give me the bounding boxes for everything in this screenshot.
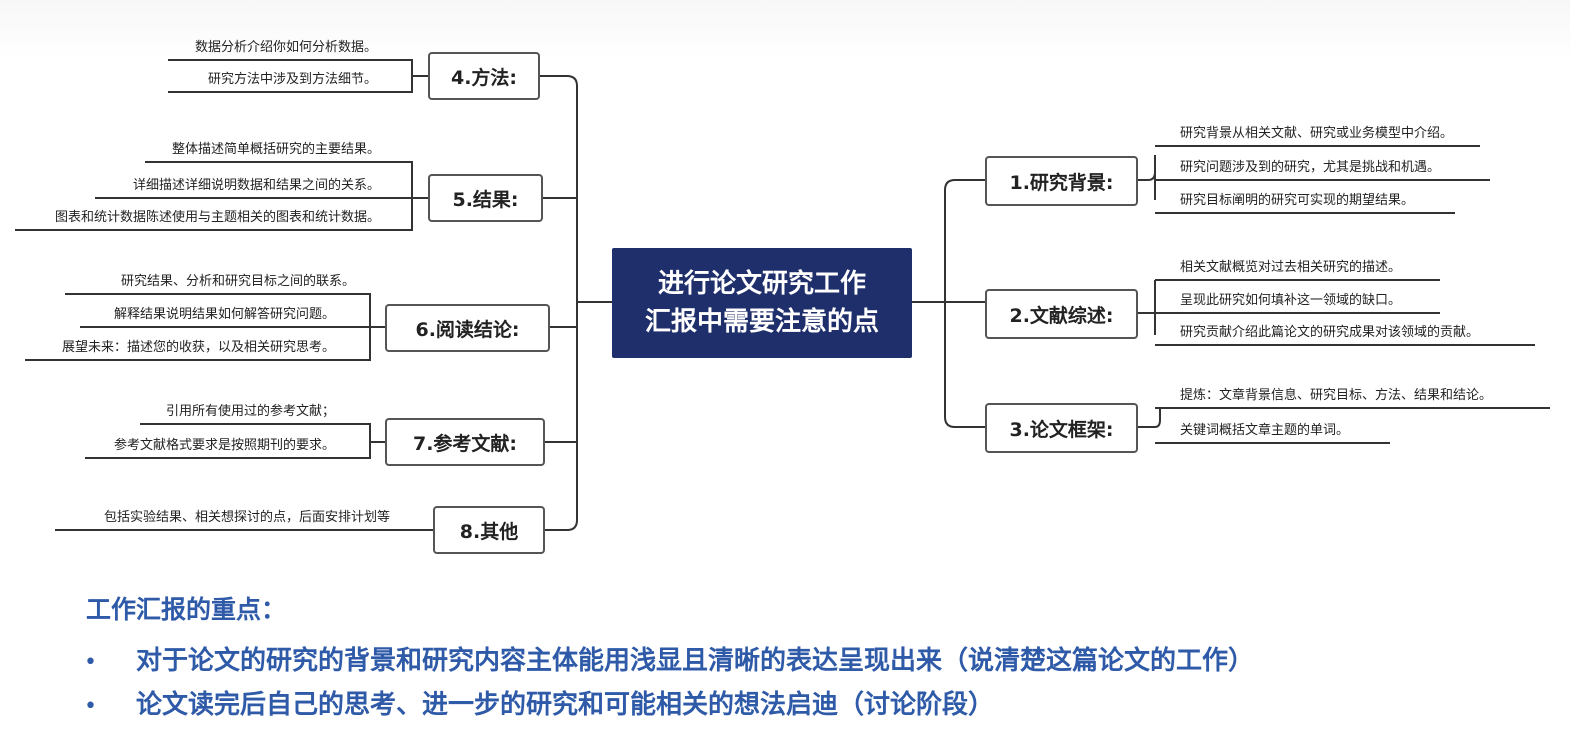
subtopic-results-1: 整体描述简单概括研究的主要结果。 xyxy=(171,142,380,157)
subtopic-framework-1: 提炼：文章背景信息、研究目标、方法、结果和结论。 xyxy=(1180,388,1493,403)
topic-references: 7.参考文献: xyxy=(385,418,545,466)
topic-others: 8.其他 xyxy=(433,506,545,554)
subtopic-framework-2: 关键词概括文章主题的单词。 xyxy=(1180,423,1350,438)
central-topic-line1: 进行论文研究工作 xyxy=(657,269,866,299)
subtopic-references-2: 参考文献格式要求是按照期刊的要求。 xyxy=(113,438,335,453)
subtopic-conclusion-3: 展望未来：描述您的收获，以及相关研究思考。 xyxy=(61,340,335,355)
subtopic-others-1: 包括实验结果、相关想探讨的点，后面安排计划等 xyxy=(103,510,390,525)
topic-research-background: 1.研究背景: xyxy=(985,156,1138,206)
subtopic-background-1: 研究背景从相关文献、研究或业务模型中介绍。 xyxy=(1180,126,1454,141)
topic-literature-review: 2.文献综述: xyxy=(985,289,1138,339)
subtopic-literature-1: 相关文献概览对过去相关研究的描述。 xyxy=(1180,260,1402,275)
subtopic-methods-2: 研究方法中涉及到方法细节。 xyxy=(207,72,377,87)
subtopic-background-3: 研究目标阐明的研究可实现的期望结果。 xyxy=(1180,193,1415,208)
bullet-icon: • xyxy=(84,650,97,675)
key-points-title: 工作汇报的重点： xyxy=(86,595,287,624)
connector-lines xyxy=(15,59,1550,531)
key-point-2-text: 论文读完后自己的思考、进一步的研究和可能相关的想法启迪（讨论阶段） xyxy=(136,690,995,720)
key-points-section: 工作汇报的重点： • 对于论文的研究的背景和研究内容主体能用浅显且清晰的表达呈现出… xyxy=(0,580,1570,743)
topic-reading-conclusion: 6.阅读结论: xyxy=(385,304,550,352)
subtopic-literature-3: 研究贡献介绍此篇论文的研究成果对该领域的贡献。 xyxy=(1180,325,1480,340)
subtopic-conclusion-2: 解释结果说明结果如何解答研究问题。 xyxy=(113,307,335,322)
mind-map: 进行论文研究工作 汇报中需要注意的点 1.研究背景: 2.文献综述: 3.论文框… xyxy=(15,40,1550,554)
central-topic: 进行论文研究工作 汇报中需要注意的点 xyxy=(612,248,912,358)
topic-results: 5.结果: xyxy=(428,174,543,222)
central-topic-line2: 汇报中需要注意的点 xyxy=(644,307,879,337)
key-point-1-text: 对于论文的研究的背景和研究内容主体能用浅显且清晰的表达呈现出来（说清楚这篇论文的… xyxy=(136,646,1255,676)
key-point-1: • 对于论文的研究的背景和研究内容主体能用浅显且清晰的表达呈现出来（说清楚这篇论文… xyxy=(84,640,1254,677)
subtopic-references-1: 引用所有使用过的参考文献； xyxy=(165,404,335,419)
subtopic-results-2: 详细描述详细说明数据和结果之间的关系。 xyxy=(132,178,380,193)
topic-methods: 4.方法: xyxy=(428,52,540,100)
subtopic-literature-2: 呈现此研究如何填补这一领域的缺口。 xyxy=(1180,293,1402,308)
key-point-2: • 论文读完后自己的思考、进一步的研究和可能相关的想法启迪（讨论阶段） xyxy=(84,684,994,721)
subtopic-conclusion-1: 研究结果、分析和研究目标之间的联系。 xyxy=(120,274,355,289)
subtopic-background-2: 研究问题涉及到的研究，尤其是挑战和机遇。 xyxy=(1180,160,1441,175)
subtopic-methods-1: 数据分析介绍你如何分析数据。 xyxy=(194,40,377,55)
topic-paper-framework: 3.论文框架: xyxy=(985,403,1138,453)
subtopic-results-3: 图表和统计数据陈述使用与主题相关的图表和统计数据。 xyxy=(54,210,380,225)
bullet-icon: • xyxy=(84,694,97,719)
